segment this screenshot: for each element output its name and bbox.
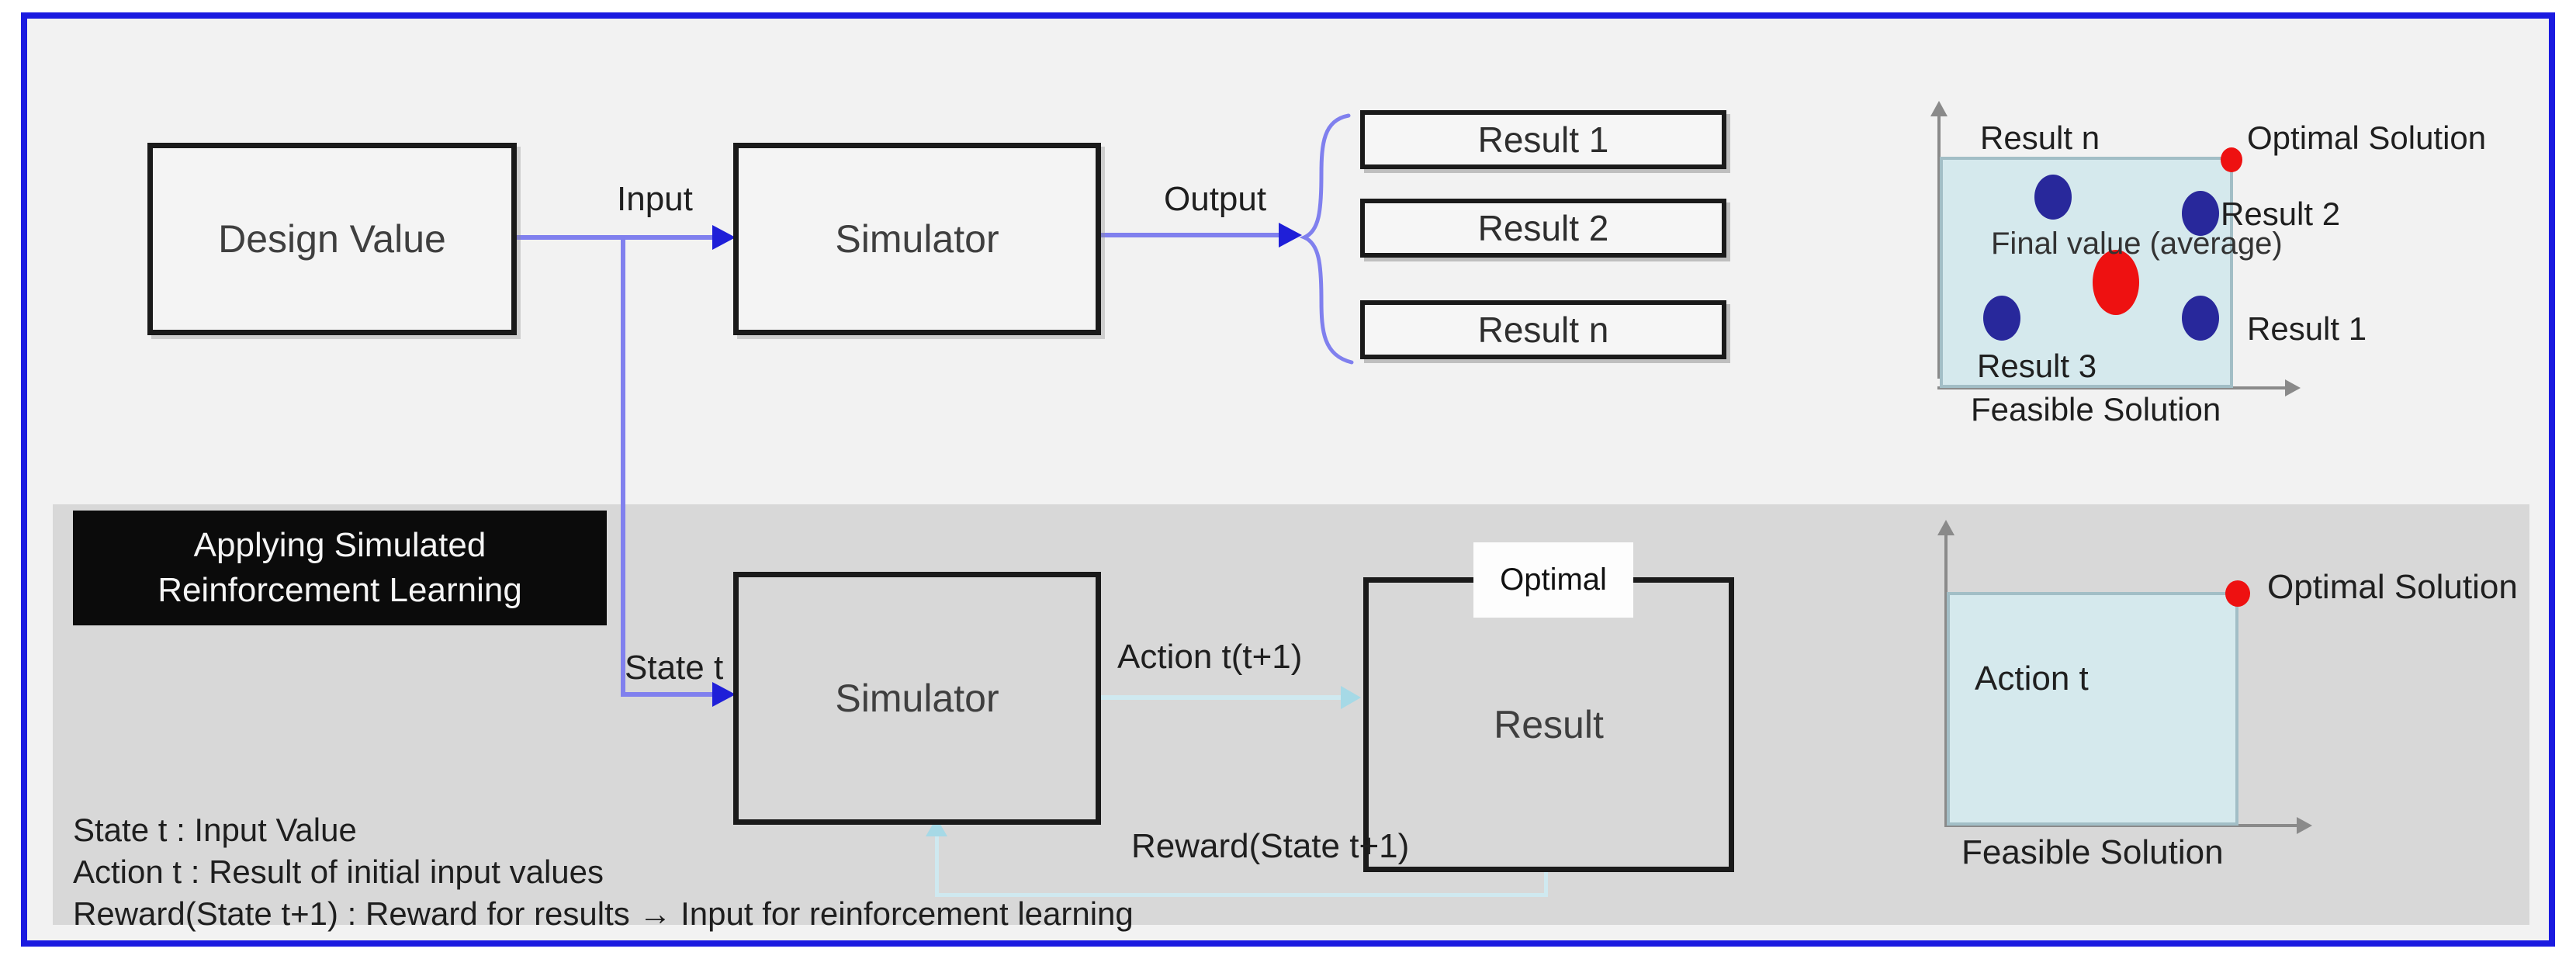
reward-label: Reward(State t+1) [1131,827,1410,865]
top-chart-result-n-label: Result n [1980,119,2100,156]
input-connector-line [517,235,714,240]
top-result-1-point [2182,296,2219,341]
result-1-label: Result 1 [1477,119,1609,160]
simulator-top-label: Simulator [835,217,999,261]
rl-title-line1: Applying Simulated [193,525,486,564]
result-2-box: Result 2 [1360,199,1726,258]
top-chart-y-arrow-icon [1930,101,1948,116]
top-result-2-point [2182,191,2219,236]
top-optimal-solution-dot [2221,147,2242,172]
action-label: Action t(t+1) [1117,638,1303,676]
bottom-optimal-solution-dot [2225,580,2250,607]
top-chart-final-value-label: Final value (average) [1991,227,2283,261]
feedback-up-line [935,836,939,897]
bottom-chart-y-axis [1944,535,1948,826]
result-2-label: Result 2 [1477,208,1609,248]
top-chart-x-axis [1937,386,2288,389]
top-final-value-point [2093,250,2139,315]
state-connector-line [621,692,715,697]
feedback-horizontal-line [935,893,1548,897]
top-chart-result-2-label: Result 2 [2221,196,2341,232]
result-box-bottom: Result [1363,577,1734,872]
output-connector-line [1101,233,1281,237]
legend-reward: Reward(State t+1) : Reward for results →… [73,895,1134,932]
action-connector-line [1101,695,1343,700]
result-bottom-label: Result [1494,703,1604,746]
feedback-down-line [1544,871,1548,897]
bottom-chart-action-t-label: Action t [1975,660,2089,698]
branch-vertical-line [621,235,625,694]
bottom-chart-y-arrow-icon [1937,520,1955,535]
optimal-tag: Optimal [1473,542,1633,618]
output-arrowhead-icon [1279,223,1302,248]
input-arrowhead-icon [712,225,736,250]
action-arrowhead-icon [1341,686,1361,709]
design-value-label: Design Value [218,217,446,261]
top-chart-y-axis [1937,116,1941,379]
output-label: Output [1164,180,1267,218]
legend-action: Action t : Result of initial input value… [73,853,604,890]
top-chart-feasible-solution-label: Feasible Solution [1971,391,2221,428]
simulator-bottom-label: Simulator [835,677,999,720]
bottom-chart-feasible-solution-label: Feasible Solution [1961,833,2224,871]
result-1-box: Result 1 [1360,110,1726,169]
state-arrowhead-icon [712,682,736,707]
top-result-point-nw [2034,175,2072,220]
top-chart-optimal-solution-label: Optimal Solution [2247,119,2487,156]
top-chart-result-3-label: Result 3 [1977,348,2097,384]
simulator-box-top: Simulator [733,143,1101,335]
rl-title-line2: Reinforcement Learning [158,571,522,609]
top-feasible-region [1940,157,2233,388]
input-label: Input [617,180,693,218]
bottom-chart-x-arrow-icon [2297,817,2312,834]
result-n-box: Result n [1360,300,1726,359]
design-value-box: Design Value [147,143,517,335]
top-result-3-point [1983,296,2020,341]
legend-state: State t : Input Value [73,812,357,848]
top-chart-result-1-label: Result 1 [2247,310,2367,347]
bottom-chart-optimal-solution-label: Optimal Solution [2267,568,2518,606]
result-n-label: Result n [1477,310,1609,350]
simulator-box-bottom: Simulator [733,572,1101,825]
top-chart-x-arrow-icon [2285,379,2301,396]
rl-title-box: Applying Simulated Reinforcement Learnin… [73,511,607,625]
state-t-label: State t [625,649,724,687]
bottom-chart-x-axis [1944,824,2300,827]
optimal-tag-label: Optimal [1500,563,1607,597]
bottom-feasible-region [1947,592,2238,826]
